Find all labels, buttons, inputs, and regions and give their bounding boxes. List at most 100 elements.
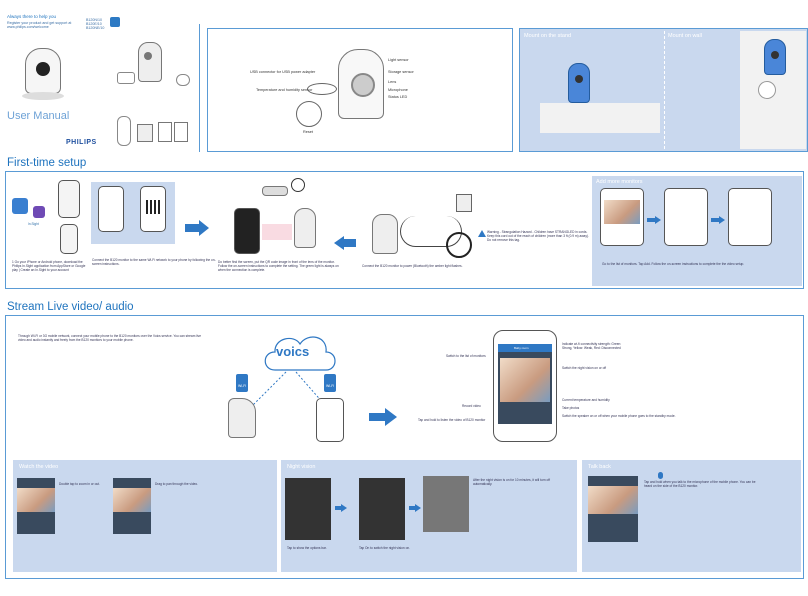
callout-right-2: Switch the night vision on or off [562, 366, 607, 370]
model-3: B120NE/10 [86, 26, 105, 30]
wifi-badge-right-label: Wi-Fi [326, 384, 335, 388]
box-camera-lens [144, 52, 152, 60]
scan-beam [262, 224, 292, 240]
night-phone-1 [285, 478, 331, 540]
parts-lens [351, 73, 375, 97]
setup-phone-1 [58, 180, 80, 218]
parts-base [307, 83, 337, 95]
setup-step-4: Connect the B120 monitor to power (Bluet… [362, 264, 463, 268]
add-monitors-text: Go to the list of monitors. Tap Add. Fol… [602, 262, 745, 266]
stream-arrow-icon [369, 408, 397, 426]
reset-detail [296, 101, 322, 127]
talk-panel: Talk back Tap and hold when you talk to … [582, 460, 801, 572]
wifi-badge-left: Wi-Fi [236, 374, 249, 392]
big-phone-title: Baby room [514, 346, 529, 350]
philips-logo: PHILIPS [66, 139, 97, 146]
night-phone-2 [359, 478, 405, 540]
callout-right-5: Switch the speaker on or off when your m… [562, 414, 676, 418]
camera-lens-icon [36, 62, 50, 76]
callout-right-3: Current temperature and humidity [562, 398, 610, 402]
table-surface [540, 103, 660, 133]
label-storage: Storage sensor [388, 70, 414, 74]
wifi-badge-left-label: Wi-Fi [238, 384, 247, 388]
talk-photo [588, 486, 638, 514]
cable-loop [400, 216, 462, 247]
wall-mount [758, 81, 776, 99]
night-text-2: Tap On to switch the night vision on. [359, 546, 411, 550]
setup-phone-3 [98, 186, 124, 232]
parts-panel: USB connector for USB power adapter Temp… [207, 28, 513, 152]
stand-part [117, 72, 135, 84]
add-monitors-title: Add more monitors [596, 179, 643, 185]
cover-panel: Always there to help you Register your p… [0, 14, 200, 152]
mic-icon [658, 472, 663, 479]
talk-title: Talk back [588, 464, 611, 470]
setup-phone-5 [234, 208, 260, 254]
wifi-badge-right: Wi-Fi [324, 374, 337, 392]
add-phone-2 [664, 188, 708, 246]
add-phone-3 [728, 188, 772, 246]
setup-camera-2 [372, 214, 398, 254]
stream-small-phone [316, 398, 344, 442]
night-panel: Night vision Tap to show the options bar… [281, 460, 577, 572]
manual-doc-2 [174, 122, 188, 142]
setup-panel: In.Sight 1 Go your iPhone or Android pho… [5, 171, 804, 289]
talk-text: Tap and hold when you talk to the microp… [644, 480, 756, 488]
router-icon [262, 186, 288, 196]
label-mic: Microphone [388, 88, 408, 92]
mount-stand-label: Mount on the stand [524, 33, 572, 39]
cloud-icon [264, 336, 336, 371]
cable-part [117, 116, 131, 146]
stream-intro: Through Wi-Fi or 3G mobile network, conn… [18, 334, 202, 342]
camera-base [22, 92, 64, 100]
night-arrow-2-icon [409, 504, 421, 512]
mount-divider [664, 31, 666, 149]
night-text-3: After the night vision is on for 10 minu… [473, 478, 551, 486]
stream-camera [228, 398, 256, 438]
help-line: Always there to help you [7, 14, 57, 19]
callout-right-4: Take photos [562, 406, 580, 410]
label-led: Status LED [388, 95, 408, 99]
wall-camera-lens [771, 51, 779, 59]
add-arrow-1-icon [647, 216, 661, 224]
add-monitors-panel: Add more monitors Go to the list of moni… [592, 176, 802, 286]
arrow-right-icon [185, 220, 209, 236]
watch-title: Watch the video [19, 464, 59, 470]
callout-left-1: Switch to the list of monitors [446, 354, 486, 358]
callout-left-3: Tap and hold to listen the video of B120… [418, 418, 486, 422]
warning-text: Warning - Strangulation Hazard - Childre… [487, 230, 589, 242]
night-title: Night vision [287, 464, 316, 470]
watch-text-1: Double tap to zoom in or out. [59, 482, 100, 486]
callout-right-1: Indicate wi-fi connectivity strength: Gr… [562, 342, 622, 350]
label-temp: Temperature and humidity sensor [256, 88, 313, 92]
help-sub1: Register your product and get support at [7, 21, 72, 25]
app-store-icon [33, 206, 45, 218]
box-camera [138, 42, 162, 82]
setup-step-2: Connect the B120 monitor to the same Wi-… [92, 258, 216, 266]
globe-icon [291, 178, 305, 192]
stand-camera-lens [575, 75, 583, 83]
big-phone-photo [500, 358, 550, 402]
arrow-left-icon [334, 236, 356, 250]
night-text-1: Tap to show the options bar. [287, 546, 327, 550]
watch-photo-2 [113, 488, 151, 512]
label-light: Light sensor [388, 58, 409, 62]
cloud-label: voics [276, 344, 310, 359]
setup-step-1: 1 Go your iPhone or Android phone, downl… [12, 260, 86, 272]
label-lens: Lens [388, 80, 397, 84]
stream-title: Stream Live video/ audio [7, 301, 134, 313]
setup-phone-2 [60, 224, 78, 254]
night-arrow-1-icon [335, 504, 347, 512]
model-2: B120E/10 [86, 22, 102, 26]
night-phone-3 [423, 476, 469, 532]
warning-icon [478, 230, 486, 237]
setup-camera-1 [294, 208, 316, 248]
no-cord-icon [446, 232, 472, 258]
power-adapter-icon [456, 194, 472, 212]
help-sub2: www.philips.com/welcome [7, 25, 49, 29]
stream-panel: Through Wi-Fi or 3G mobile network, conn… [5, 315, 804, 579]
setup-title: First-time setup [7, 157, 87, 169]
mount-wall-label: Mount on wall [668, 33, 702, 39]
watch-text-2: Drag to pan through the video. [155, 482, 199, 486]
clip-part [176, 74, 190, 86]
